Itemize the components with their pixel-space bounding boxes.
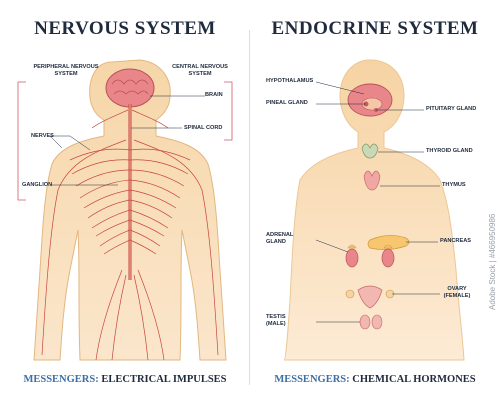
nervous-messengers: MESSENGERS: ELECTRICAL IMPULSES [0,374,250,385]
nervous-leaders [49,95,205,186]
label-ovary: OVARY (FEMALE) [443,286,471,299]
nervous-brain [105,68,155,108]
label-ganglion: GANGLION [22,182,53,188]
panel-divider [249,30,250,385]
label-pancreas: PANCREAS [440,238,471,244]
label-hypothalamus: HYPOTHALAMUS [266,78,314,84]
messengers-key: MESSENGERS: [23,374,99,385]
label-testis: TESTIS (MALE) [266,314,286,327]
messengers-value: CHEMICAL HORMONES [352,374,476,385]
endocrine-panel: ENDOCRINE SYSTEM HYPOTHALAMUS PINEAL GLA… [250,0,500,400]
label-thymus: THYMUS [442,182,466,188]
endocrine-body [283,59,465,361]
endocrine-messengers: MESSENGERS: CHEMICAL HORMONES [250,374,500,385]
label-central: CENTRAL NERVOUS SYSTEM [172,64,228,77]
label-nerves: NERVES [31,133,54,139]
label-adrenal: ADRENAL GLAND [266,232,294,245]
label-brain: BRAIN [205,92,223,98]
endocrine-glands [345,83,410,330]
label-spinal-cord: SPINAL CORD [184,125,223,131]
peripheral-bracket [17,81,233,201]
nervous-panel: NERVOUS SYSTEM PERIPHERAL NERVOUS SYSTEM… [0,18,250,385]
label-thyroid: THYROID GLAND [426,148,473,154]
nervous-title: NERVOUS SYSTEM [34,18,216,39]
label-peripheral: PERIPHERAL NERVOUS SYSTEM [33,64,99,77]
nervous-nerves [41,109,219,361]
endocrine-title: ENDOCRINE SYSTEM [271,18,479,39]
label-pituitary: PITUITARY GLAND [426,106,477,112]
stock-watermark: Adobe Stock | #466950986 [488,213,497,310]
messengers-value: ELECTRICAL IMPULSES [101,374,227,385]
endocrine-leaders [315,81,440,323]
messengers-key: MESSENGERS: [274,374,350,385]
label-pineal: PINEAL GLAND [266,100,308,106]
